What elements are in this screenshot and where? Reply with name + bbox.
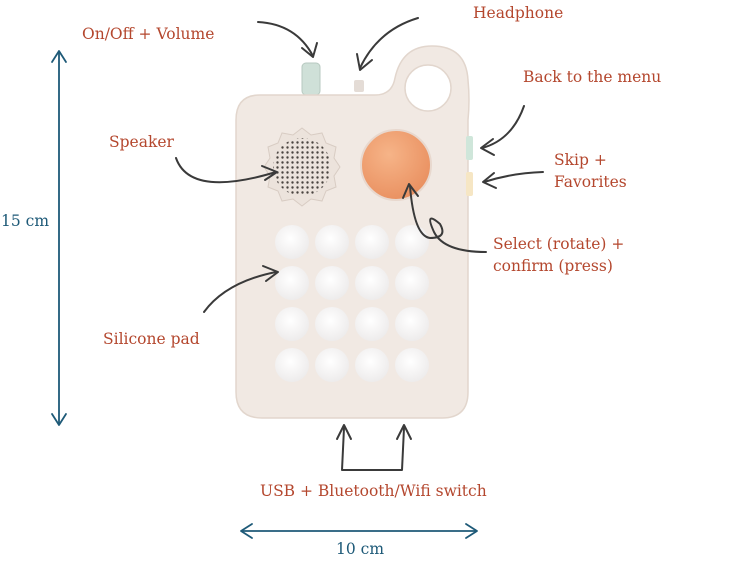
pad-button bbox=[355, 266, 389, 300]
label-headphone: Headphone bbox=[473, 4, 564, 22]
pad-button bbox=[315, 266, 349, 300]
label-silicone-pad: Silicone pad bbox=[103, 330, 200, 348]
arrow-usb-switch bbox=[341, 427, 405, 471]
label-usb-switch: USB + Bluetooth/Wifi switch bbox=[260, 482, 487, 500]
height-arrow-top bbox=[51, 50, 67, 63]
pad-button bbox=[275, 307, 309, 341]
height-dimension-label: 15 cm bbox=[1, 212, 50, 230]
label-skip-line1: Skip + bbox=[554, 151, 607, 169]
width-arrow-right bbox=[465, 523, 478, 539]
headphone-jack bbox=[354, 80, 364, 92]
arrowhead-switch bbox=[396, 424, 412, 440]
select-knob bbox=[360, 129, 432, 201]
pad-button bbox=[275, 266, 309, 300]
arrowhead-back-to-menu bbox=[480, 138, 495, 156]
arrowhead-headphone bbox=[356, 53, 373, 71]
arrow-on-off-volume bbox=[257, 21, 314, 57]
pad-button bbox=[315, 225, 349, 259]
arrowhead-skip-favorites bbox=[482, 172, 497, 189]
pad-button bbox=[395, 225, 429, 259]
arrowhead-silicone-pad bbox=[262, 265, 279, 282]
pad-button bbox=[315, 348, 349, 382]
pad-button bbox=[395, 348, 429, 382]
pad-button bbox=[315, 307, 349, 341]
skip-button bbox=[466, 172, 473, 196]
volume-knob bbox=[301, 62, 321, 96]
back-button bbox=[466, 136, 473, 160]
pad-button bbox=[395, 266, 429, 300]
handle-hole bbox=[404, 64, 452, 112]
arrow-silicone-pad bbox=[203, 271, 277, 313]
label-back-to-menu: Back to the menu bbox=[523, 68, 662, 86]
label-select-line1: Select (rotate) + bbox=[493, 235, 625, 253]
pad-button bbox=[355, 348, 389, 382]
pad-button bbox=[395, 307, 429, 341]
pad-button bbox=[275, 225, 309, 259]
arrow-select bbox=[409, 185, 487, 253]
pad-button bbox=[355, 307, 389, 341]
label-select-line2: confirm (press) bbox=[493, 257, 613, 275]
arrowhead-speaker bbox=[261, 165, 278, 181]
pad-button bbox=[275, 348, 309, 382]
width-dimension-label: 10 cm bbox=[336, 540, 385, 558]
arrow-headphone bbox=[359, 17, 419, 69]
silicone-pad bbox=[275, 225, 429, 382]
arrowhead-select bbox=[402, 183, 419, 199]
pad-button bbox=[355, 225, 389, 259]
arrowhead-on-off-volume bbox=[301, 42, 318, 58]
label-skip-line2: Favorites bbox=[554, 173, 627, 191]
label-on-off-volume: On/Off + Volume bbox=[82, 25, 215, 43]
arrow-speaker bbox=[175, 157, 277, 184]
arrow-skip-favorites bbox=[483, 171, 544, 183]
label-speaker: Speaker bbox=[109, 133, 174, 151]
arrow-back-to-menu bbox=[481, 105, 525, 149]
arrowhead-usb bbox=[336, 424, 352, 440]
height-arrow-bottom bbox=[51, 413, 67, 426]
width-arrow-left bbox=[240, 523, 253, 539]
speaker-grille bbox=[263, 127, 341, 207]
